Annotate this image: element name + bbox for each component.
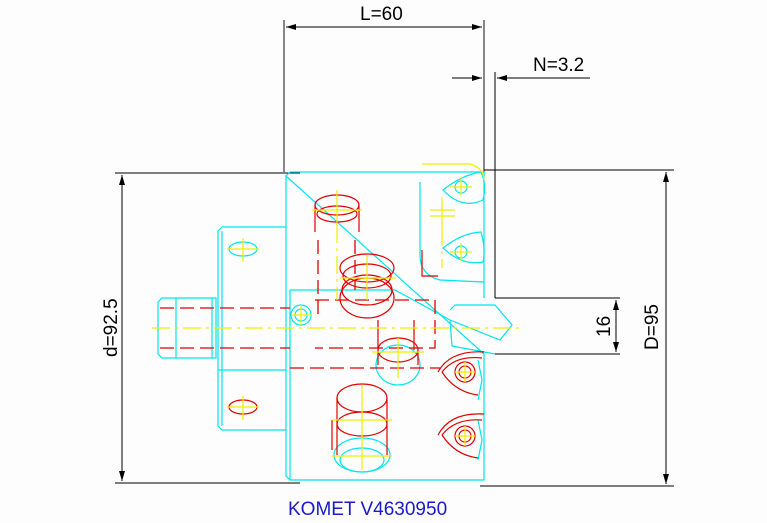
dimension-depth-16: 16	[495, 297, 620, 355]
dimension-N: N=3.2	[452, 55, 590, 298]
dimension-N-label: N=3.2	[533, 55, 584, 76]
dimension-d: d=92.5	[101, 172, 300, 484]
dimension-D: D=95	[480, 169, 674, 487]
dimension-d-label: d=92.5	[101, 298, 122, 357]
dimension-depth-label: 16	[594, 316, 615, 337]
hidden-features	[160, 194, 485, 459]
dimension-L: L=60	[283, 4, 485, 172]
centerlines	[152, 163, 520, 470]
dimension-L-label: L=60	[360, 4, 403, 25]
drawing-title: KOMET V4630950	[288, 499, 447, 520]
dimension-D-label: D=95	[642, 304, 663, 350]
